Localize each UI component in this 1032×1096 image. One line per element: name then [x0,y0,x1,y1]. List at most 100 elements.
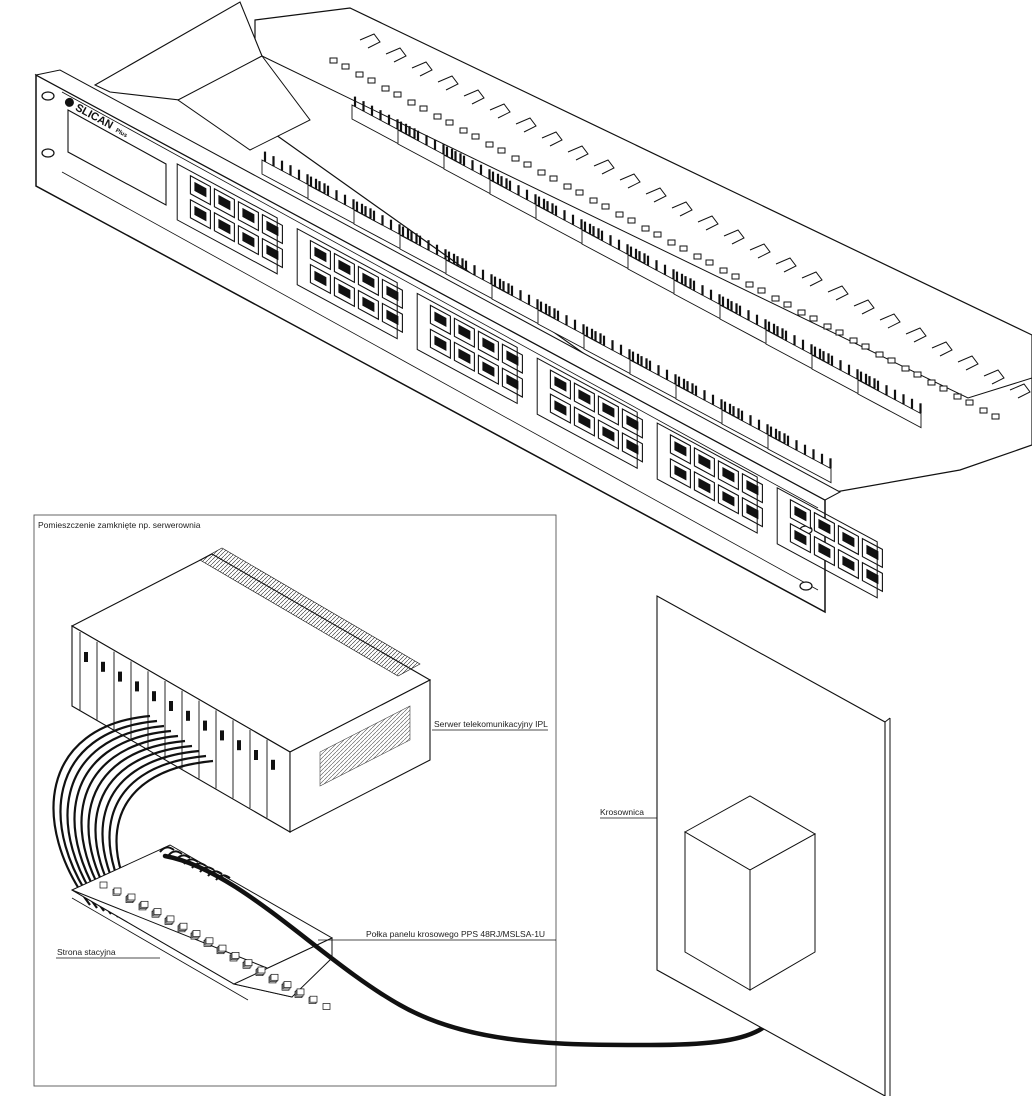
rj45-jack-opening [842,555,855,572]
shelf-hole [797,309,806,316]
rj45-jack-opening [602,426,615,442]
shelf-hole [927,379,936,386]
rj45-jack-opening [746,479,759,496]
idc-connector-rows [261,96,922,484]
rj45-jack-opening [626,415,639,431]
port-block-frame [176,163,278,275]
shelf-port-icon [244,959,253,967]
patch-cable [66,724,165,912]
server-card-led [135,681,139,692]
shelf-hole [471,133,480,140]
patch-cable [52,714,151,906]
shelf-hole [511,155,520,162]
rj45-jack-opening [338,259,351,276]
shelf-slot [619,173,641,189]
rj45-jack-opening [578,413,591,429]
rj45-jack-opening [674,441,687,457]
rj45-jack-opening [794,529,807,546]
idc-connector [767,434,832,484]
shelf-hole [589,197,598,204]
shelf-slot [567,145,589,161]
shelf-slot [671,201,693,217]
station-side-label: Strona stacyjna [57,947,116,957]
rj45-jack-opening [362,296,375,313]
rj45-jack-opening [578,389,591,405]
rj45-jack-opening [506,374,519,390]
shelf-hole [693,253,702,260]
shelf-hole [575,189,584,196]
shelf-slot [697,215,719,231]
shelf-hole [355,71,364,78]
shelf-slot [437,75,459,91]
cable-loop [183,858,199,865]
shelf-hole [913,371,922,378]
shelf-port-icon [166,915,175,923]
shelf-hole [939,385,948,392]
shelf-slot [463,89,485,105]
rj45-jack-opening [314,270,327,287]
shelf-slot [645,187,667,203]
cable-loop [159,846,175,853]
shelf-slot [489,103,511,119]
mount-hole-icon [41,148,55,158]
cable-loop [175,854,191,861]
rj45-jack-opening [266,244,279,261]
idc-connector [857,379,922,429]
shelf-port-icon [296,988,305,996]
rj45-jack-opening [602,402,615,418]
shelf-slot [723,229,745,245]
server-card-led [101,661,105,672]
cable-loop [207,870,223,877]
shelf-hole [757,287,766,294]
rj45-jack-opening [866,544,879,561]
rj45-jack-opening [434,311,447,327]
shelf-hole [979,407,988,414]
shelf-hole [407,99,416,106]
shelf-slot [853,299,875,315]
shelf-hole [965,399,974,406]
server-card-led [203,720,207,731]
rj45-jack-opening [482,337,495,353]
port-block-frame [296,227,398,340]
shelf-hole [367,77,376,84]
rj45-jack-opening [482,361,495,377]
shelf-hole [523,161,532,168]
rj45-jack-opening [242,207,255,224]
server-card-led [118,671,122,682]
shelf-hole [849,337,858,344]
shelf-port-icon [231,952,240,959]
rj45-jack-opening [386,285,399,302]
shelf-slot [827,285,849,301]
rj45-jack-opening [554,376,567,392]
shelf-hole [823,323,832,330]
shelf-slot [879,313,901,329]
shelf-hole [887,357,896,364]
rj45-jack-opening [338,283,351,300]
rj45-jack-opening [554,400,567,416]
shelf-ports [99,881,331,1010]
server-cards [79,632,275,818]
rj45-jack-opening [674,465,687,481]
rj45-jack-opening [626,439,639,455]
rj45-jack-opening [218,194,231,211]
shelf-slot [515,117,537,133]
server-card-led [271,759,275,770]
shelf-hole [497,147,506,154]
shelf-slot [1009,383,1031,399]
shelf-slot [749,243,771,259]
shelf-port-icon [218,944,227,952]
shelf-slot [385,47,407,63]
cable-loop [215,874,231,881]
shelf-hole [341,63,350,70]
rj45-jack-opening [242,231,255,248]
shelf-port-icon [153,908,162,915]
shelf-hole [537,169,546,176]
patch-cable [59,719,158,909]
shelf-slot [957,355,979,371]
shelf-port-icon [140,900,149,908]
telecom-server [70,547,432,833]
rj45-jack-opening [458,348,471,364]
room-label: Pomieszczenie zamknięte np. serwerownia [38,520,201,530]
server-card-led [152,691,156,702]
